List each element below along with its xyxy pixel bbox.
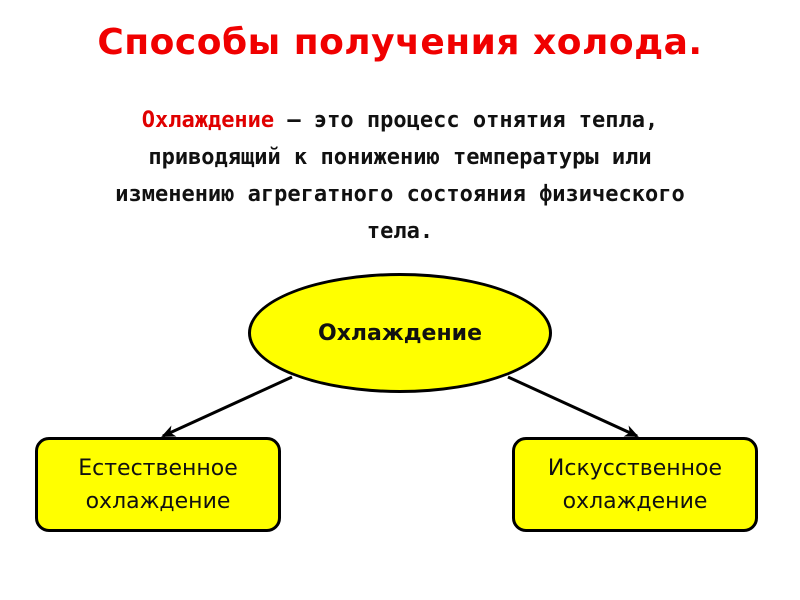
definition-term: Охлаждение — [141, 108, 275, 133]
root-node-cooling: Охлаждение — [248, 273, 552, 393]
node-natural-cooling-line-2: охлаждение — [85, 488, 231, 514]
page-title: Способы получения холода. — [97, 22, 703, 63]
node-artificial-cooling-line-1: Искусственное — [547, 455, 723, 481]
definition-line-2: приводящий к понижению температуры или — [148, 145, 652, 170]
definition-line-3: изменению агрегатного состояния физическ… — [115, 182, 685, 207]
definition-line-1: Охлаждение – это процесс отнятия тепла, — [20, 102, 780, 139]
root-node-label: Охлаждение — [318, 320, 482, 346]
definition-text: Охлаждение – это процесс отнятия тепла, … — [20, 102, 780, 250]
definition-line-4: тела. — [366, 219, 434, 244]
definition-line-1-rest: – это процесс отнятия тепла, — [274, 108, 659, 133]
node-natural-cooling: Естественное охлаждение — [35, 437, 281, 532]
node-artificial-cooling: Искусственное охлаждение — [512, 437, 758, 532]
node-natural-cooling-line-1: Естественное — [78, 455, 238, 481]
arrow-to-natural-cooling — [161, 375, 293, 438]
arrow-to-artificial-cooling — [507, 375, 639, 438]
node-artificial-cooling-line-2: охлаждение — [562, 488, 708, 514]
